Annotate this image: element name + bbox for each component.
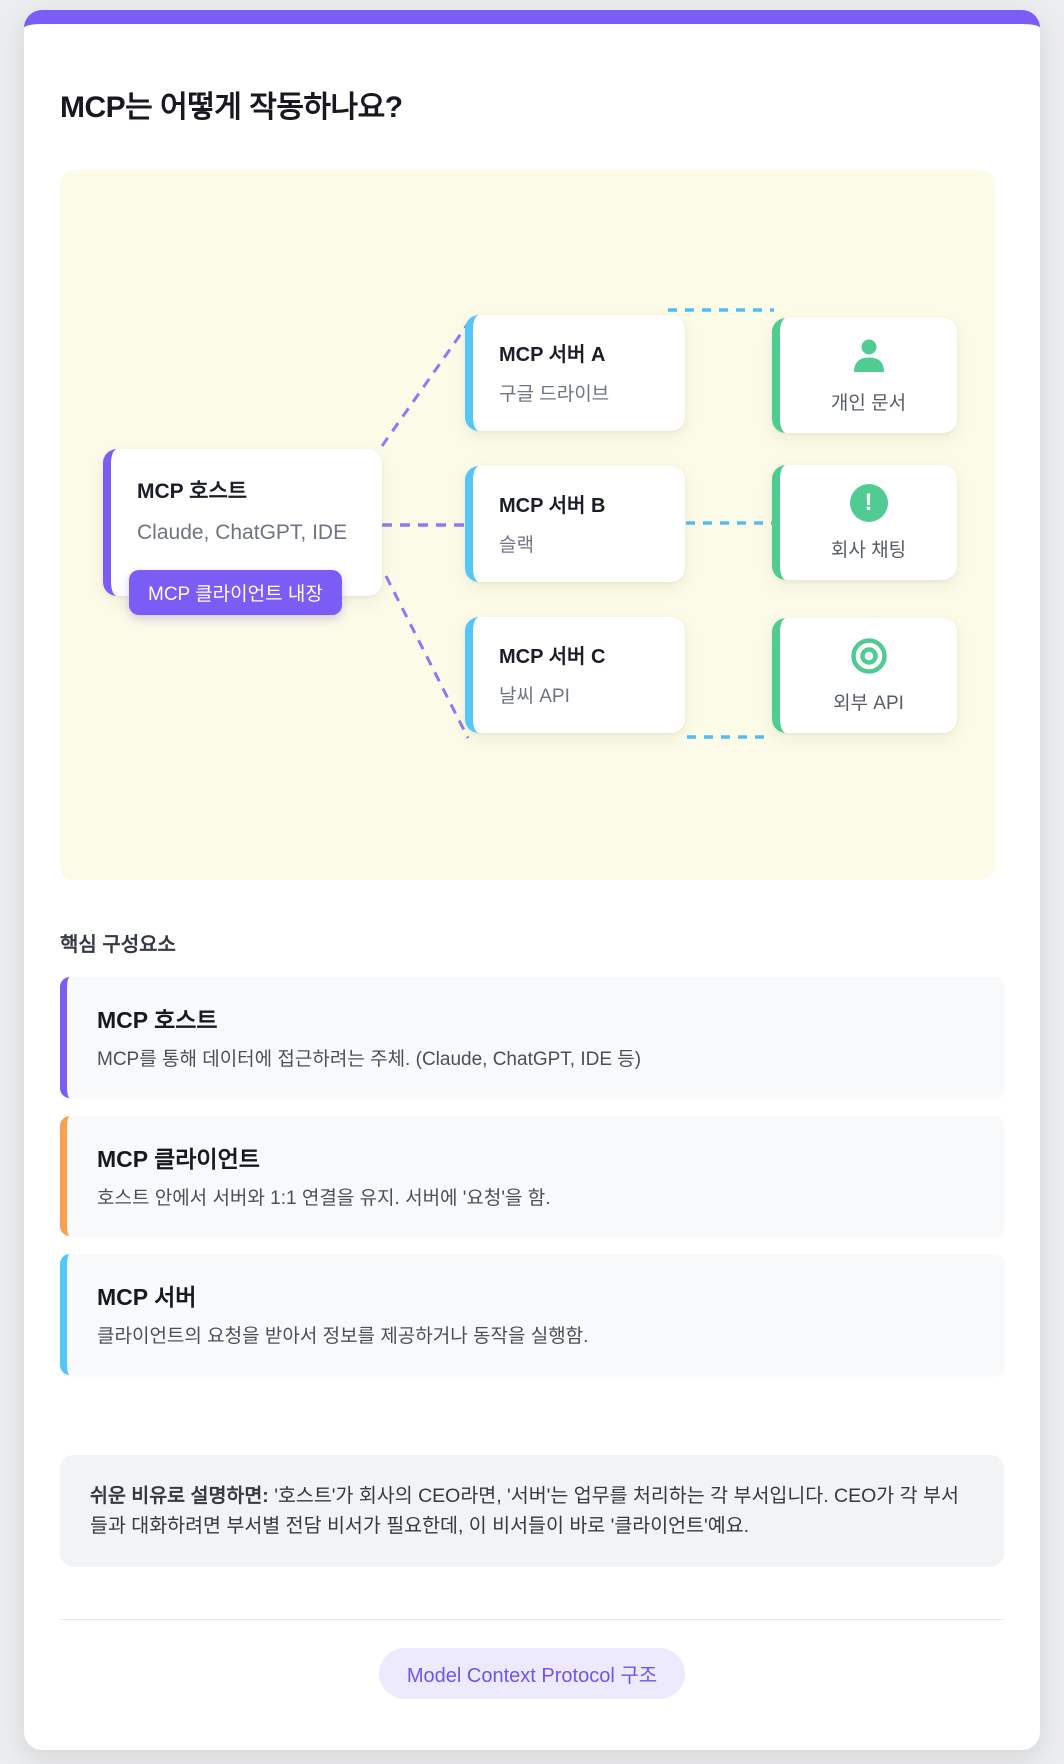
server-b-title: MCP 서버 B	[499, 495, 606, 517]
client-embedded-badge: MCP 클라이언트 내장	[129, 570, 342, 615]
server-a-box: MCP 서버 A 구글 드라이브	[465, 315, 685, 431]
server-b-box: MCP 서버 B 슬랙	[465, 466, 685, 582]
component-title: MCP 호스트	[97, 1007, 218, 1033]
host-box: MCP 호스트 Claude, ChatGPT, IDE MCP 클라이언트 내…	[103, 449, 382, 615]
connector-lines	[380, 308, 774, 739]
person-icon	[849, 336, 889, 376]
host-subtitle: Claude, ChatGPT, IDE	[137, 521, 348, 544]
component-card-server: MCP 서버 클라이언트의 요청을 받아서 정보를 제공하거나 동작을 실행함.	[60, 1254, 1004, 1375]
resource-label: 외부 API	[833, 693, 904, 714]
server-c-title: MCP 서버 C	[499, 646, 606, 668]
resource-label: 회사 채팅	[830, 540, 907, 561]
component-card-host: MCP 호스트 MCP를 통해 데이터에 접근하려는 주체. (Claude, …	[60, 977, 1004, 1098]
host-to-server-c-connector	[384, 575, 470, 739]
mcp-architecture-diagram: MCP 호스트 Claude, ChatGPT, IDE MCP 클라이언트 내…	[60, 170, 995, 880]
server-c-subtitle: 날씨 API	[499, 686, 570, 707]
component-card-client: MCP 클라이언트 호스트 안에서 서버와 1:1 연결을 유지. 서버에 '요…	[60, 1115, 1004, 1237]
main-card: MCP는 어떻게 작동하나요? MCP 호스트 Claude, ChatGPT,…	[24, 10, 1040, 1750]
footer: Model Context Protocol 구조	[60, 1648, 1004, 1700]
resource-company-chat-box: ! 회사 채팅	[772, 465, 957, 580]
exclamation-icon: !	[849, 483, 888, 523]
resource-personal-docs-box: 개인 문서	[772, 318, 957, 433]
resource-label: 개인 문서	[830, 393, 907, 414]
section-heading: 핵심 구성요소	[60, 934, 176, 956]
component-title: MCP 클라이언트	[97, 1145, 260, 1172]
card-content: MCP는 어떻게 작동하나요? MCP 호스트 Claude, ChatGPT,…	[24, 82, 1040, 1700]
target-icon	[849, 636, 889, 676]
server-a-subtitle: 구글 드라이브	[499, 384, 610, 405]
server-c-box: MCP 서버 C 날씨 API	[465, 617, 685, 733]
footer-caption-badge: Model Context Protocol 구조	[378, 1648, 686, 1700]
resource-external-api-box: 외부 API	[772, 618, 957, 733]
analogy-text: '호스트'가 회사의 CEO라면, '서버'는 업무를 처리하는 각 부서입니다…	[90, 1484, 959, 1537]
analogy-note: 쉬운 비유로 설명하면: '호스트'가 회사의 CEO라면, '서버'는 업무를…	[60, 1454, 1004, 1568]
footer-divider	[60, 1619, 1004, 1621]
host-to-server-a-connector	[380, 317, 474, 447]
component-description: 클라이언트의 요청을 받아서 정보를 제공하거나 동작을 실행함.	[97, 1326, 589, 1348]
server-b-subtitle: 슬랙	[499, 535, 534, 556]
component-description: 호스트 안에서 서버와 1:1 연결을 유지. 서버에 '요청'을 함.	[97, 1187, 551, 1209]
analogy-lead: 쉬운 비유로 설명하면:	[90, 1484, 269, 1507]
host-title: MCP 호스트	[137, 480, 248, 503]
page-title: MCP는 어떻게 작동하나요?	[60, 91, 403, 124]
component-title: MCP 서버	[97, 1284, 197, 1311]
server-a-title: MCP 서버 A	[499, 344, 606, 366]
component-description: MCP를 통해 데이터에 접근하려는 주체. (Claude, ChatGPT,…	[97, 1049, 642, 1070]
